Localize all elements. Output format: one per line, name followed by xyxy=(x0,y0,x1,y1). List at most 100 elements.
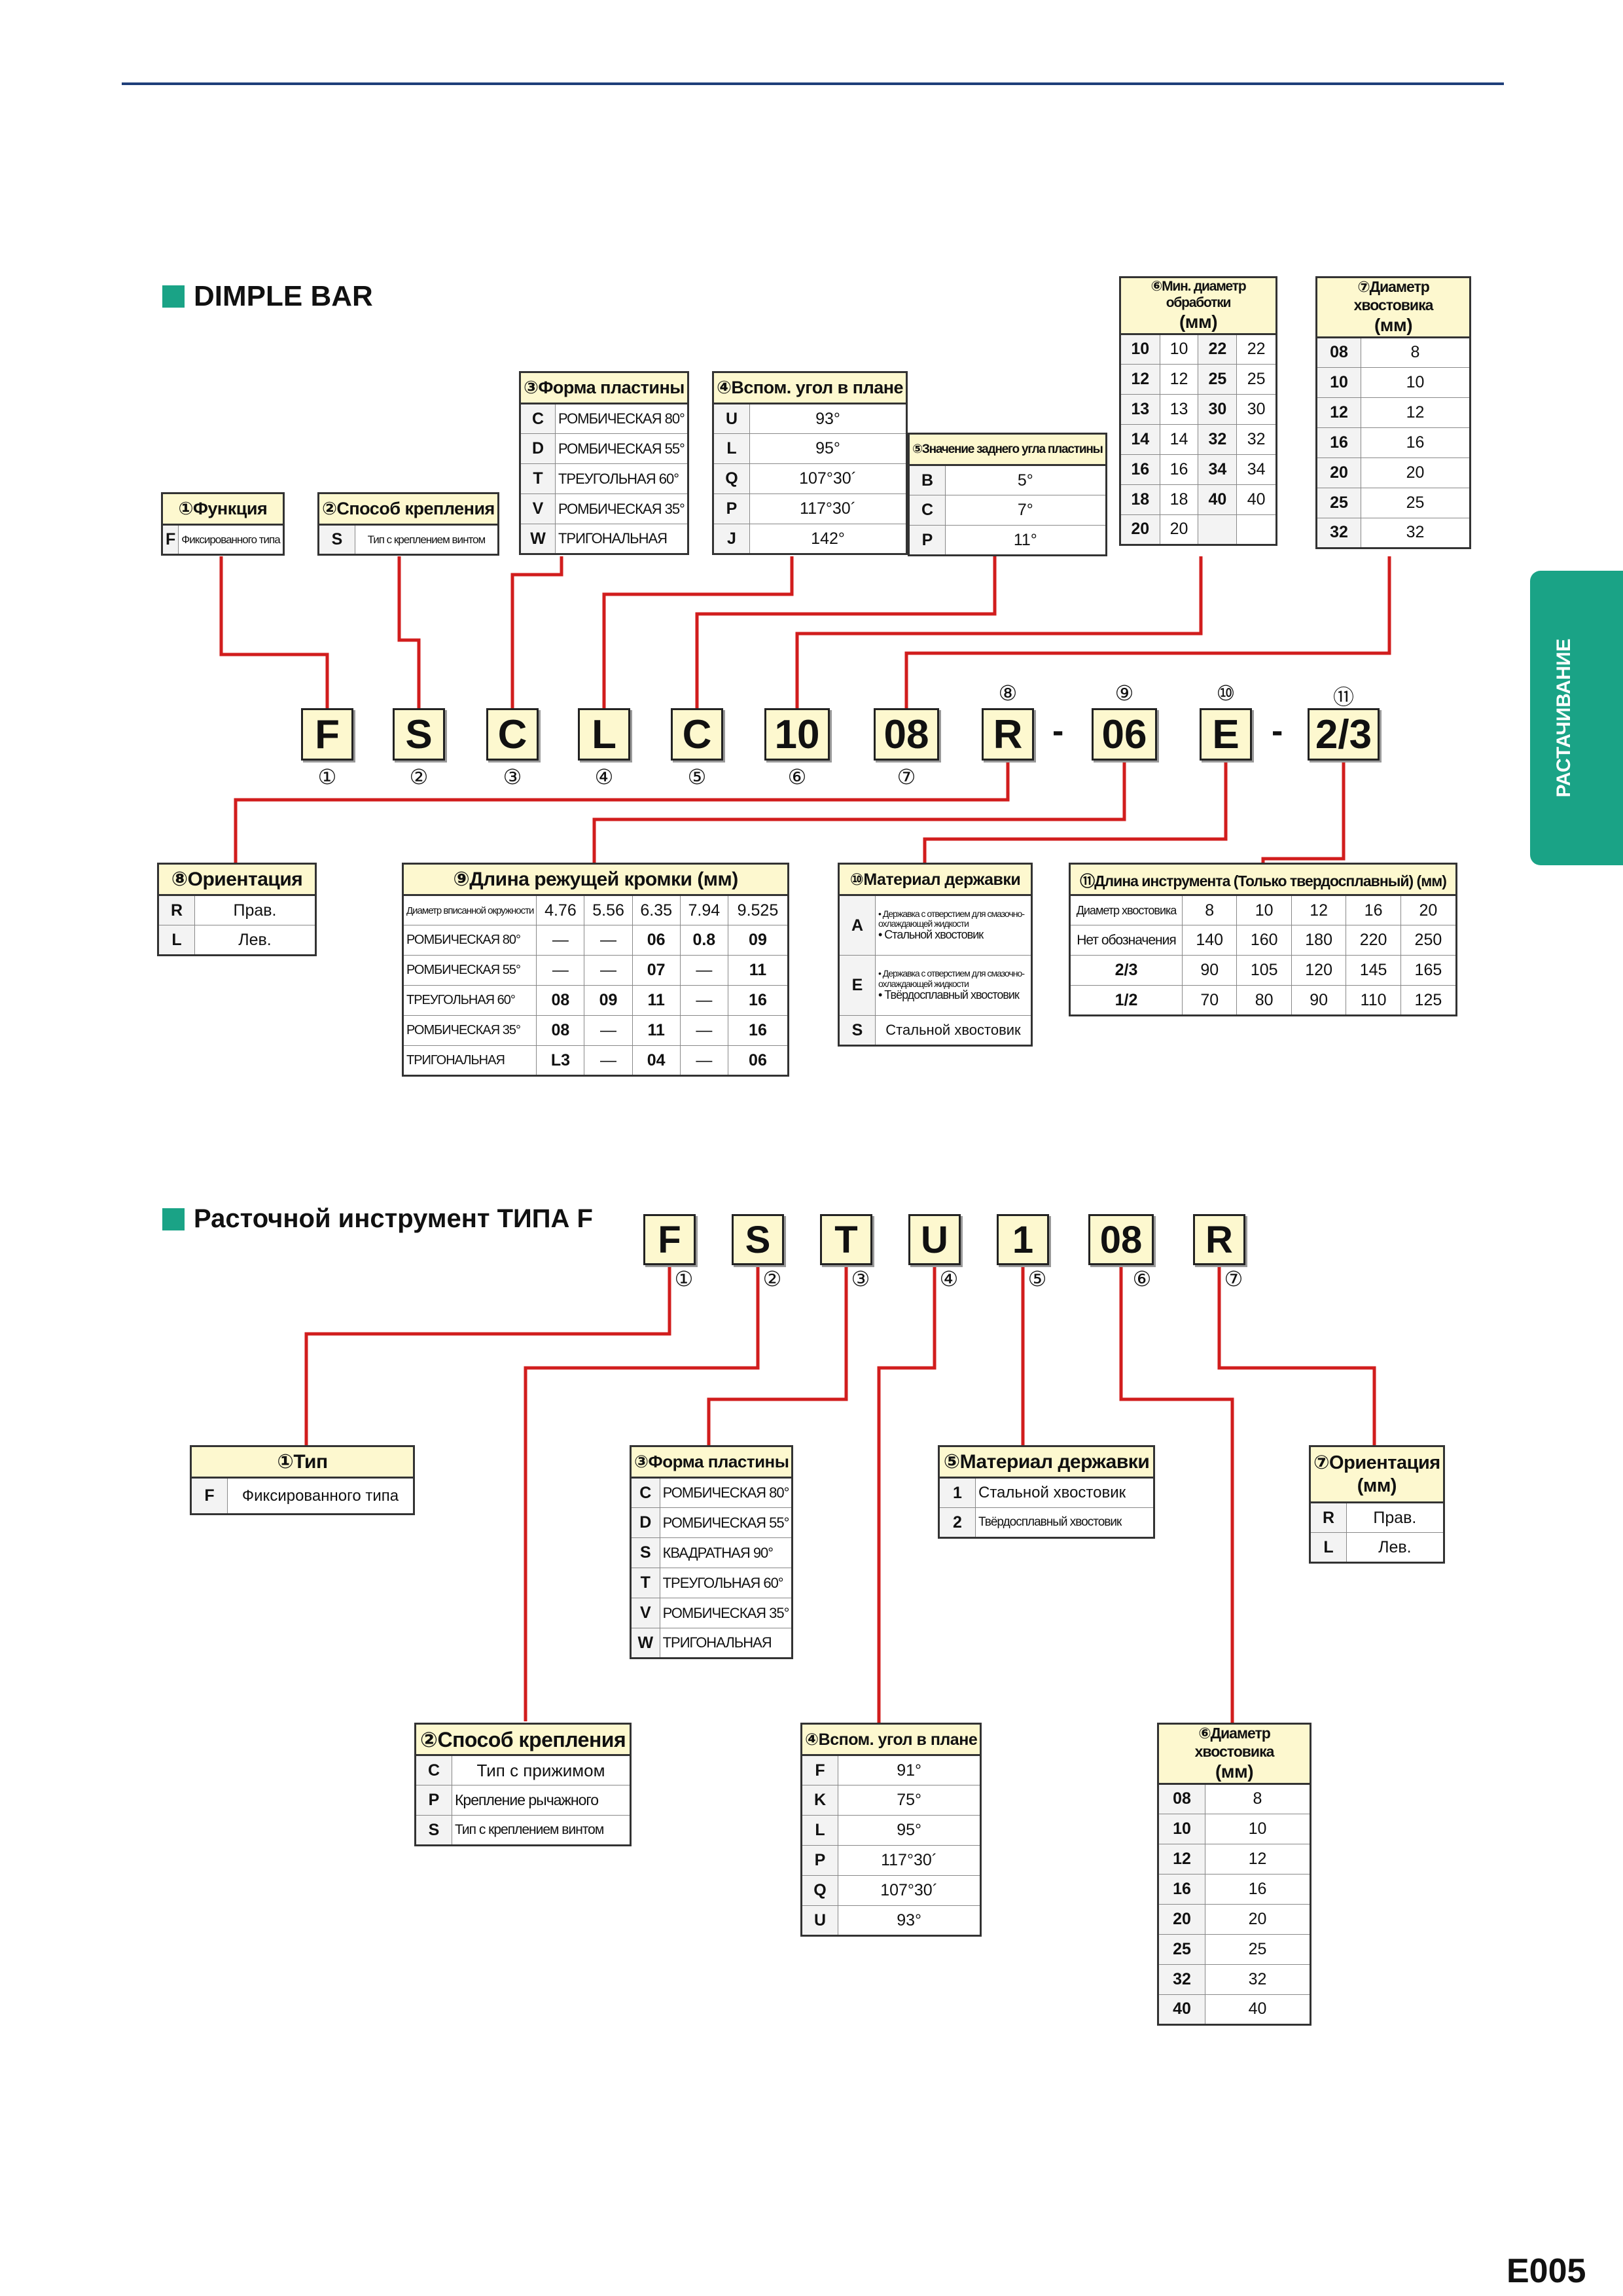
head-cell: 20 xyxy=(1400,895,1457,925)
line-s2-1 xyxy=(304,1265,671,1448)
s1-num-8: ⑧ xyxy=(998,681,1018,705)
table-title: ⑪Длина инструмента (Только твердосплавны… xyxy=(1069,863,1457,896)
desc-cell: • Державка с отверстием для смазочно-охл… xyxy=(875,955,1032,1016)
code-cell: Q xyxy=(801,1875,838,1906)
table-title: ③Форма пластины xyxy=(520,372,688,404)
section1-header: DIMPLE BAR xyxy=(162,280,373,313)
code-cell: C xyxy=(520,403,556,434)
value-cell: — xyxy=(679,955,728,986)
line-s1-10 xyxy=(923,762,1228,863)
side-tab[interactable]: РАСТАЧИВАНИЕ xyxy=(1530,571,1623,865)
value-cell: — xyxy=(679,985,728,1016)
value-cell: 30 xyxy=(1236,393,1277,425)
value-cell: 145 xyxy=(1346,955,1401,986)
value-cell: — xyxy=(679,1015,728,1046)
title-line2: (мм) xyxy=(1357,1475,1397,1496)
value-cell: 16 xyxy=(1205,1873,1311,1905)
table-title: ④Вспом. угол в плане xyxy=(712,372,908,404)
desc-cell: • Державка с отверстием для смазочно-охл… xyxy=(875,895,1032,956)
value-cell: 34 xyxy=(1236,454,1277,485)
section1-square-icon xyxy=(162,285,185,308)
code-cell: 25 xyxy=(1316,487,1361,518)
value-cell: 40 xyxy=(1236,484,1277,515)
line-s1-1 xyxy=(219,556,329,710)
desc-cell: 107°30´ xyxy=(749,463,908,494)
value-cell: 18 xyxy=(1159,484,1199,515)
code-cell: P xyxy=(801,1845,838,1876)
value-cell: 20 xyxy=(1361,457,1471,488)
desc-cell: Прав. xyxy=(194,895,316,925)
value-cell: 165 xyxy=(1400,955,1457,986)
value-cell: 90 xyxy=(1181,955,1238,986)
code-cell: 10 xyxy=(1120,333,1160,365)
desc-cell: ТРЕУГОЛЬНАЯ 60° xyxy=(554,463,688,494)
code-cell: D xyxy=(630,1507,660,1538)
code-cell: P xyxy=(908,525,946,556)
s2-num-4: ④ xyxy=(939,1267,959,1291)
desc-cell: Тип с прижимом xyxy=(452,1755,631,1785)
head-cell: 12 xyxy=(1291,895,1347,925)
s1-table-holder-material: ⑩Материал державки A• Державка с отверст… xyxy=(838,863,1033,1047)
head-cell: 8 xyxy=(1181,895,1238,925)
desc-cell: 95° xyxy=(837,1815,982,1846)
s2-code-box-1: F xyxy=(643,1214,696,1265)
desc-cell: Стальной хвостовик xyxy=(975,1477,1154,1508)
row-label: Нет обозначения xyxy=(1069,925,1183,956)
code-cell: 1 xyxy=(938,1477,976,1508)
code-cell: T xyxy=(630,1568,660,1598)
value-cell: — xyxy=(536,955,585,986)
value-cell: 08 xyxy=(536,985,585,1016)
head-cell: 4.76 xyxy=(536,895,585,925)
code-cell: S xyxy=(838,1015,876,1046)
line-s1-7 xyxy=(904,556,1391,710)
code-cell: K xyxy=(801,1785,838,1816)
code-cell: 13 xyxy=(1120,393,1160,425)
code-cell: 32 xyxy=(1158,1964,1205,1995)
row-label: ТРЕУГОЛЬНАЯ 60° xyxy=(402,985,537,1016)
value-cell: — xyxy=(584,925,633,956)
line-s2-2 xyxy=(524,1265,760,1721)
s2-num-5: ⑤ xyxy=(1027,1267,1047,1291)
value-cell: — xyxy=(584,1045,633,1076)
code-cell: 25 xyxy=(1198,363,1238,395)
s1-num-5: ⑤ xyxy=(687,765,707,789)
code-cell: W xyxy=(520,524,556,554)
table-title: ⑩Материал державки xyxy=(838,863,1032,896)
head-cell: 10 xyxy=(1236,895,1292,925)
code-cell: F xyxy=(801,1755,838,1785)
s2-code-box-7: R xyxy=(1193,1214,1245,1265)
value-cell: 20 xyxy=(1159,514,1199,545)
s1-code-box-3: C xyxy=(486,708,539,761)
value-cell: 25 xyxy=(1205,1933,1311,1965)
value-cell: 8 xyxy=(1361,336,1471,368)
s1-code-box-1: F xyxy=(301,708,353,761)
desc-line: • Державка с отверстием для смазочно-охл… xyxy=(878,908,1025,929)
value-cell: 09 xyxy=(727,925,789,956)
row-label: РОМБИЧЕСКАЯ 55° xyxy=(402,955,537,986)
value-cell: 40 xyxy=(1205,1994,1311,2025)
code-cell: 25 xyxy=(1158,1933,1205,1965)
table-title: ①Функция xyxy=(162,493,284,526)
code-cell: 18 xyxy=(1120,484,1160,515)
value-cell: 08 xyxy=(536,1015,585,1046)
code-cell: C xyxy=(415,1755,452,1785)
s2-code-box-2: S xyxy=(732,1214,784,1265)
code-cell: P xyxy=(713,493,750,524)
value-cell: 250 xyxy=(1400,925,1457,956)
code-cell: 20 xyxy=(1158,1903,1205,1935)
desc-cell: РОМБИЧЕСКАЯ 80° xyxy=(659,1477,793,1508)
s2-code-box-6: 08 xyxy=(1088,1214,1154,1265)
code-cell: A xyxy=(838,895,876,956)
table-title: ⑥Мин. диаметр обработки(мм) xyxy=(1120,277,1277,335)
desc-cell: ТРЕУГОЛЬНАЯ 60° xyxy=(659,1568,793,1598)
s2-code-box-5: 1 xyxy=(997,1214,1049,1265)
code-cell: L xyxy=(713,433,750,464)
code-cell: 12 xyxy=(1158,1843,1205,1874)
s1-code-box-9: 06 xyxy=(1092,708,1157,761)
code-cell: 20 xyxy=(1120,514,1160,545)
value-cell: 25 xyxy=(1361,487,1471,518)
desc-cell: Стальной хвостовик xyxy=(875,1015,1032,1046)
head-cell: 16 xyxy=(1346,895,1401,925)
